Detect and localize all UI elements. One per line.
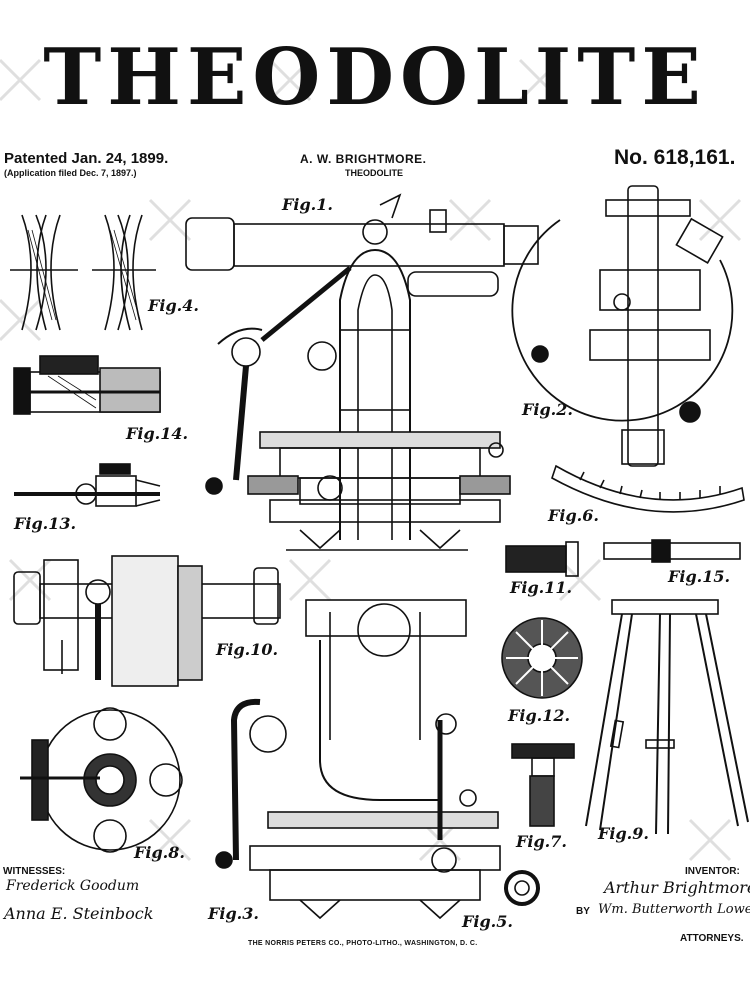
fig5-drawing: [504, 870, 540, 906]
fig14-drawing: [13, 355, 161, 415]
fig8-label: Fig.8.: [134, 843, 185, 862]
fig6-label: Fig.6.: [548, 506, 599, 525]
witness-signature-2: Anna E. Steinbock: [4, 904, 154, 923]
fig12-label: Fig.12.: [508, 706, 571, 725]
attorney-signature: Wm. Butterworth Lowell: [598, 902, 750, 917]
fig10-drawing: [13, 555, 281, 687]
fig1-drawing: [185, 193, 539, 551]
document-title: THEODOLITE: [43, 32, 707, 123]
fig6-drawing: [551, 464, 745, 513]
inventor-signature: Arthur Brightmore: [604, 878, 750, 897]
inventor-header: A. W. BRIGHTMORE.: [300, 152, 427, 166]
fig2-label: Fig.2.: [522, 400, 573, 419]
fig13-label: Fig.13.: [14, 514, 77, 533]
fig11-label: Fig.11.: [510, 578, 573, 597]
fig9-drawing: [585, 599, 749, 835]
attorneys-label: ATTORNEYS.: [680, 933, 744, 944]
fig2-drawing: [511, 185, 734, 467]
subject-header: THEODOLITE: [345, 168, 403, 178]
fig5-label: Fig.5.: [462, 912, 513, 931]
fig4-lens-drawing: [10, 214, 156, 331]
patent-date: Patented Jan. 24, 1899.: [4, 150, 169, 167]
patent-number: No. 618,161.: [614, 146, 736, 169]
application-filed: (Application filed Dec. 7, 1897.): [4, 168, 137, 178]
fig1-label: Fig.1.: [282, 195, 333, 214]
fig4-label: Fig.4.: [148, 296, 199, 315]
fig3-drawing: [215, 599, 501, 920]
fig7-label: Fig.7.: [516, 832, 567, 851]
fig9-label: Fig.9.: [598, 824, 649, 843]
witness-signature-1: Frederick Goodum: [6, 878, 140, 894]
fig13-drawing: [14, 463, 161, 507]
witnesses-label: WITNESSES:: [3, 866, 66, 877]
fig12-drawing: [501, 617, 583, 699]
fig10-label: Fig.10.: [216, 640, 279, 659]
fig3-label: Fig.3.: [208, 904, 259, 923]
fig15-label: Fig.15.: [668, 567, 731, 586]
fig11-drawing: [505, 541, 579, 577]
inventor-label: INVENTOR:: [685, 866, 740, 877]
fig15-drawing: [603, 539, 741, 563]
fig7-drawing: [511, 743, 575, 827]
fig14-label: Fig.14.: [126, 424, 189, 443]
footer-credit: THE NORRIS PETERS CO., PHOTO-LITHO., WAS…: [248, 940, 478, 947]
fig8-drawing: [20, 707, 183, 853]
by-label: BY: [576, 906, 590, 917]
